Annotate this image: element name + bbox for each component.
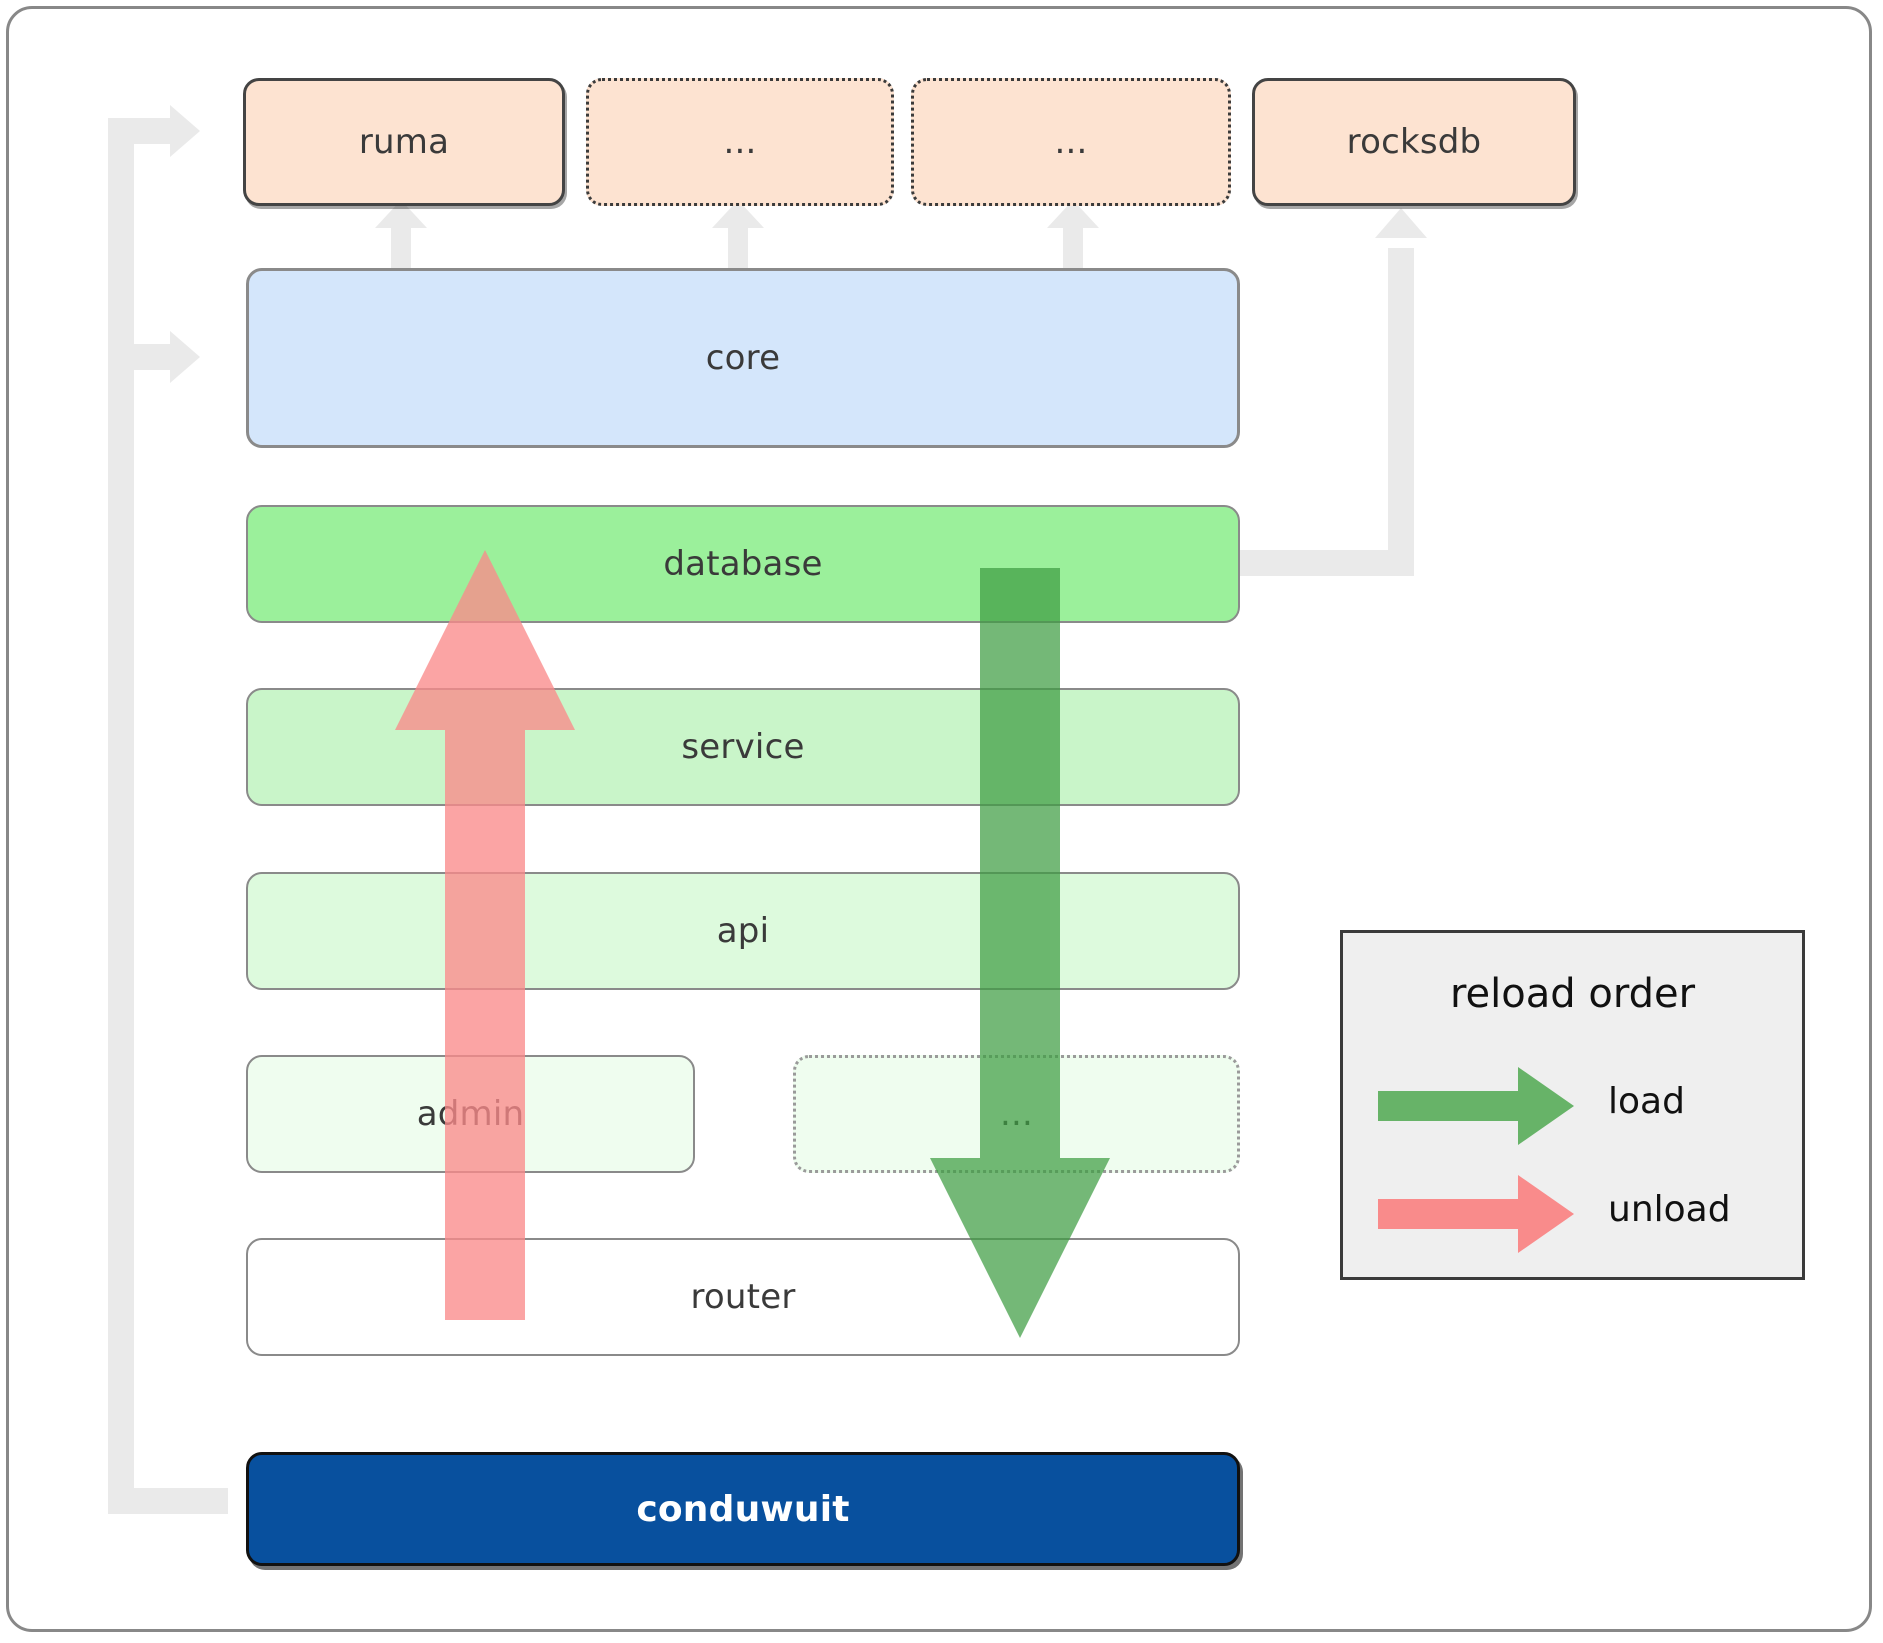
legend-load-arrow: [1378, 1067, 1574, 1145]
crate-box-ellipsis-1[interactable]: ...: [586, 78, 894, 206]
crate-box-ruma[interactable]: ruma: [243, 78, 565, 206]
legend-unload-arrow: [1378, 1175, 1574, 1253]
core-label: core: [705, 338, 781, 378]
connector-database-to-rocksdb-vertical: [1388, 248, 1414, 568]
connector-to-ruma: [108, 118, 178, 144]
load-arrow: [930, 568, 1110, 1338]
conduwuit-box[interactable]: conduwuit: [246, 1452, 1240, 1566]
legend-title: reload order: [1449, 971, 1696, 1017]
connector-to-core: [108, 344, 178, 370]
legend-panel: reload order load unload: [1340, 930, 1805, 1280]
layer-label-database: database: [663, 544, 823, 584]
layer-label-api: api: [716, 911, 770, 951]
crate-label-rocksdb: rocksdb: [1346, 122, 1482, 162]
crate-label-ellipsis-2: ...: [1054, 122, 1088, 162]
legend-load-label: load: [1608, 1081, 1685, 1122]
connector-to-ruma-arrowhead: [170, 105, 200, 157]
connector-to-core-arrowhead: [170, 331, 200, 383]
connector-trunk-to-conduwuit: [108, 1488, 228, 1514]
crate-label-ruma: ruma: [358, 122, 450, 162]
conduwuit-label: conduwuit: [636, 1488, 850, 1530]
connector-trunk-vertical: [108, 118, 134, 1514]
layer-label-router: router: [690, 1277, 796, 1317]
connector-core-to-dots2-stem: [1063, 222, 1083, 272]
legend-unload-label: unload: [1608, 1189, 1731, 1230]
layer-label-service: service: [681, 727, 805, 767]
connector-core-to-ruma-stem: [391, 222, 411, 272]
crate-box-rocksdb[interactable]: rocksdb: [1252, 78, 1576, 206]
core-box[interactable]: core: [246, 268, 1240, 448]
unload-arrow: [395, 550, 575, 1320]
connector-rocksdb-arrowhead: [1375, 208, 1427, 238]
crate-label-ellipsis-1: ...: [723, 122, 757, 162]
crate-box-ellipsis-2[interactable]: ...: [911, 78, 1231, 206]
connector-core-to-dots1-stem: [728, 222, 748, 272]
